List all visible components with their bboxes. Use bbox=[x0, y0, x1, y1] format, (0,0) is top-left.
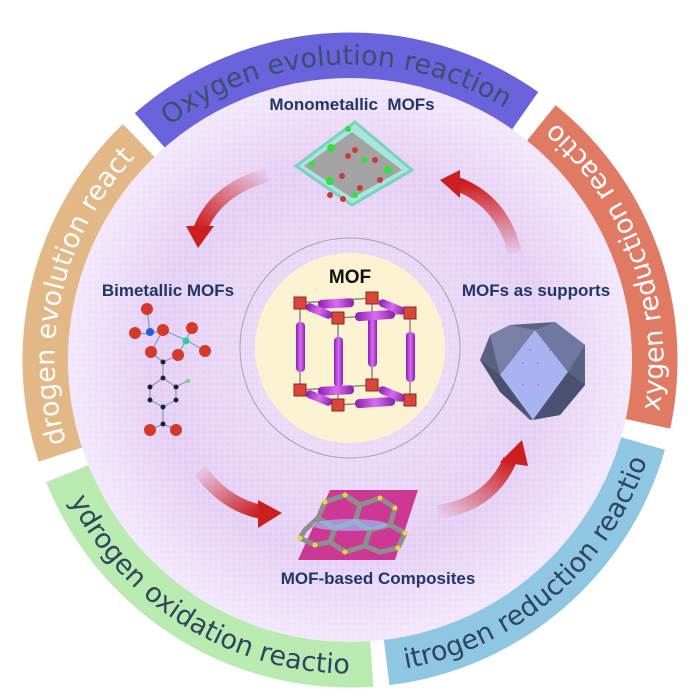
monometallic-mof-crystal-icon bbox=[293, 120, 415, 207]
arrow-support-to-mono bbox=[440, 170, 522, 255]
label-bimetallic-mofs: Bimetallic MOFs bbox=[102, 281, 234, 300]
arrow-bimetallic-to-composite bbox=[194, 465, 282, 528]
support-polyhedron-icon bbox=[480, 322, 585, 420]
reaction-ring bbox=[22, 32, 678, 688]
arrow-mono-to-bimetallic bbox=[186, 168, 270, 248]
bimetallic-molecule-icon bbox=[129, 303, 211, 436]
ring-segment-her bbox=[22, 124, 155, 462]
center-outline bbox=[239, 237, 461, 459]
arrow-composite-to-support bbox=[436, 440, 528, 519]
mof-cube-icon bbox=[293, 291, 417, 412]
label-monometallic-mofs: Monometallic MOFs bbox=[269, 95, 434, 114]
label-mof-based-composites: MOF-based Composites bbox=[281, 569, 476, 588]
cycle-arrows bbox=[186, 168, 528, 528]
label-mofs-as-supports: MOFs as supports bbox=[462, 281, 610, 300]
center-label: MOF bbox=[329, 267, 371, 288]
mof-composite-sheet-icon bbox=[297, 490, 418, 560]
